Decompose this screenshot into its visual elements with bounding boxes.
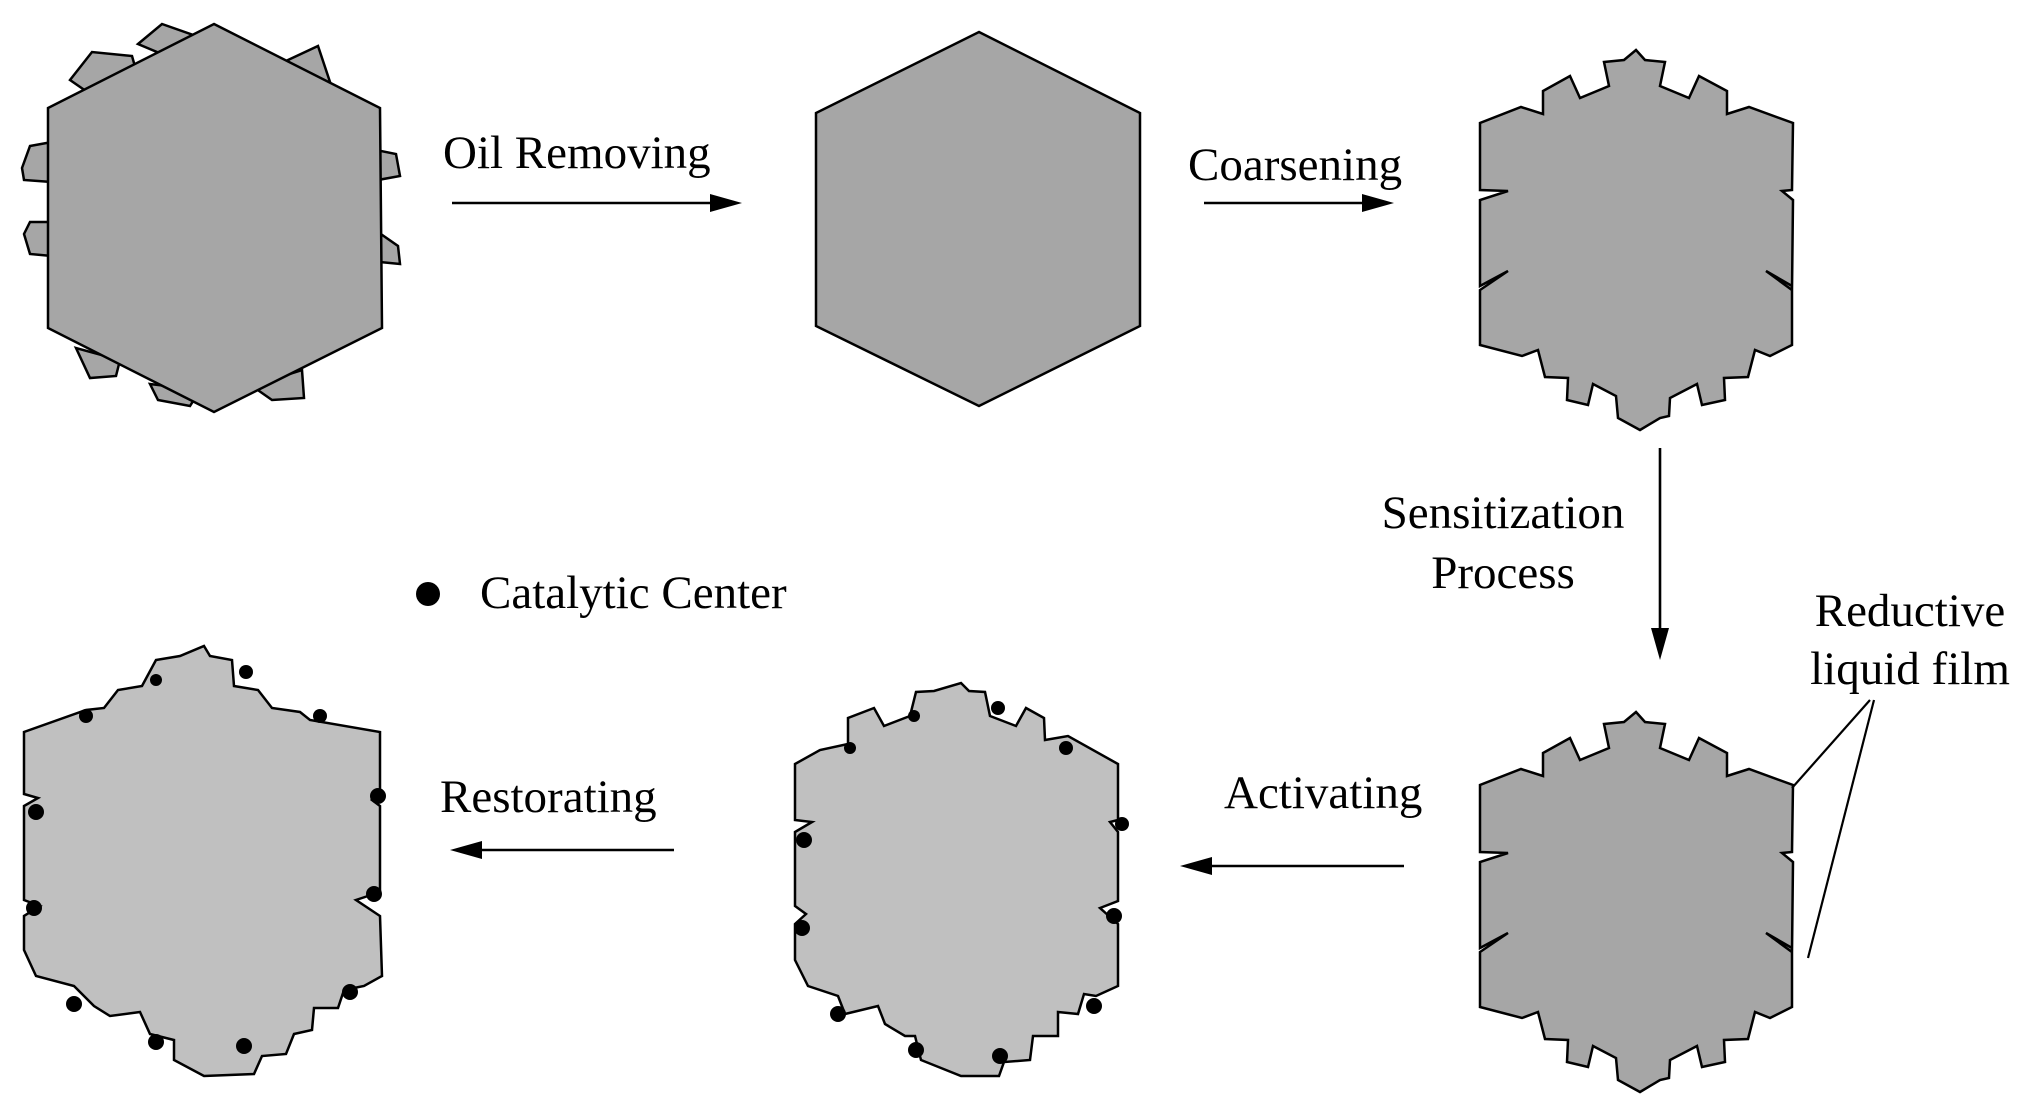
step-label-coarsening: Coarsening [1188, 139, 1402, 191]
catalytic-dot [908, 710, 920, 722]
catalytic-dot [313, 709, 327, 723]
catalytic-dot [796, 832, 812, 848]
catalytic-center-legend-dot [416, 582, 440, 606]
catalytic-dot [66, 996, 82, 1012]
catalytic-dot [1086, 998, 1102, 1014]
arrow-sensitization [1651, 448, 1669, 660]
step-label-sensitization-line2: Process [1431, 547, 1575, 599]
restored-hexagon [22, 644, 384, 1078]
oily-hexagon [46, 22, 384, 414]
oily-particle [20, 22, 402, 414]
catalytic-dot [26, 900, 42, 916]
catalytic-dot [79, 709, 93, 723]
arrow-oil-removing [452, 194, 742, 212]
catalytic-dot [150, 674, 162, 686]
arrow-coarsening [1204, 194, 1394, 212]
catalytic-dot [991, 701, 1005, 715]
catalytic-dot [239, 665, 253, 679]
catalytic-dot [844, 742, 856, 754]
clean-hexagon [814, 30, 1142, 408]
annotation-reductive-line1: Reductive [1815, 585, 2006, 637]
catalytic-dot [908, 1042, 924, 1058]
step-label-oil-removing: Oil Removing [443, 127, 711, 179]
catalytic-dot [794, 920, 810, 936]
catalytic-dot [992, 1048, 1008, 1064]
catalytic-dot [148, 1034, 164, 1050]
catalytic-dot [830, 1006, 846, 1022]
annotation-reductive-line2: liquid film [1810, 643, 2010, 695]
activated-hexagon [793, 681, 1120, 1078]
catalytic-dot [1115, 817, 1129, 831]
catalytic-dot [1106, 908, 1122, 924]
catalytic-dot [236, 1038, 252, 1054]
sensitized-hexagon [1478, 710, 1795, 1094]
catalytic-dot [366, 886, 382, 902]
legend-label-catalytic-center: Catalytic Center [480, 567, 787, 619]
step-label-sensitization-line1: Sensitization [1382, 487, 1625, 539]
step-label-activating: Activating [1224, 767, 1422, 819]
arrow-restorating [450, 841, 674, 859]
catalytic-dot [342, 984, 358, 1000]
catalytic-dot [370, 788, 386, 804]
restored-particle [22, 644, 386, 1078]
catalytic-dot [28, 804, 44, 820]
step-label-restorating: Restorating [440, 771, 657, 823]
arrow-activating [1180, 857, 1404, 875]
film-leader-lines [1791, 699, 1876, 959]
coarsened-hexagon [1478, 48, 1795, 432]
catalytic-dot [1059, 741, 1073, 755]
activated-particle [793, 681, 1129, 1078]
